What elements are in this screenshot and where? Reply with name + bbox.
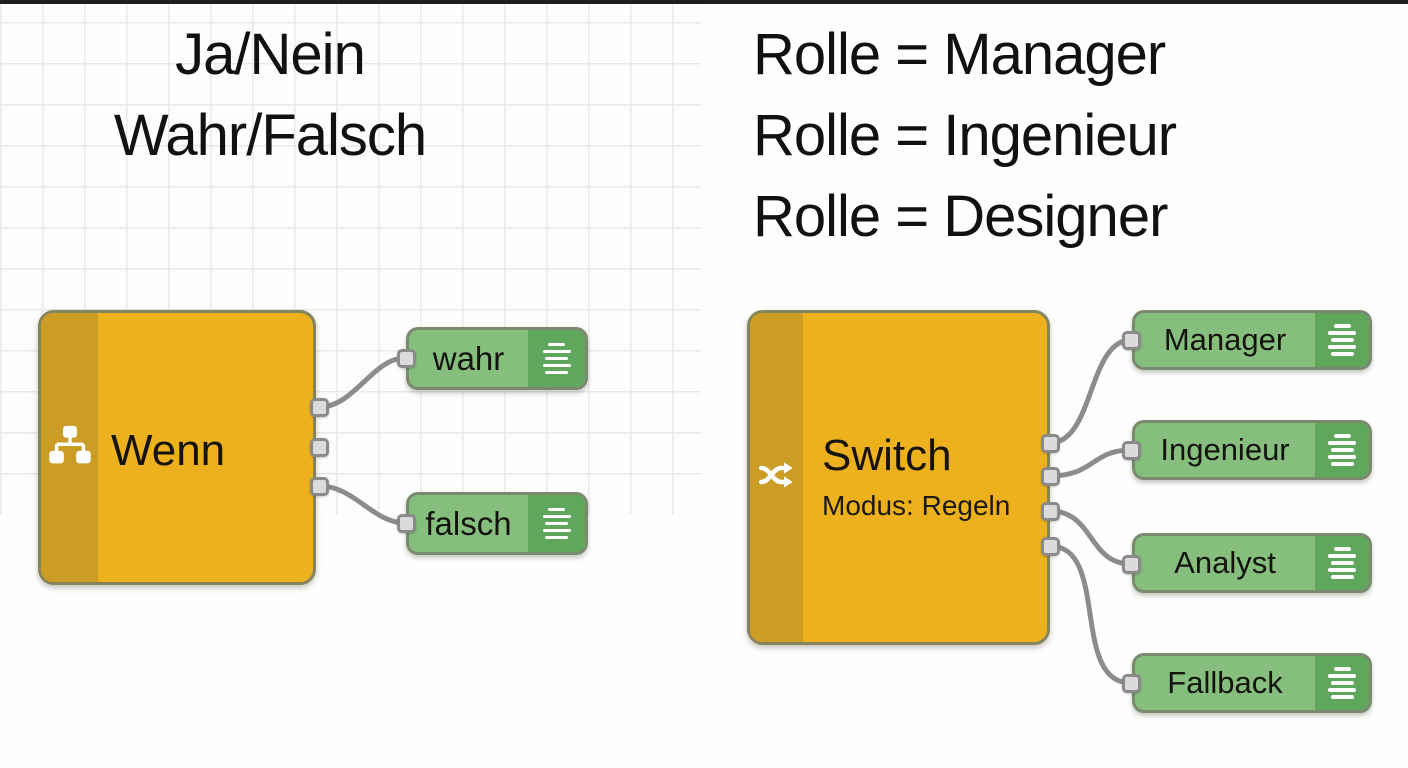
switch-node-strip	[750, 313, 803, 642]
switch-node-label: Switch	[822, 431, 952, 480]
list-icon	[1328, 434, 1356, 466]
ingenieur-node-icon-section	[1315, 423, 1369, 477]
wire-switch-fallback	[1047, 543, 1134, 686]
right-headline-line2: Rolle = Ingenieur	[753, 103, 1177, 168]
switch-node[interactable]: Switch Modus: Regeln	[747, 310, 1050, 645]
switch-output-port-4[interactable]	[1041, 537, 1060, 556]
falsch-node-label: falsch	[425, 504, 512, 542]
list-icon	[1328, 324, 1356, 356]
output-node-falsch[interactable]: falsch	[406, 492, 588, 555]
wire-switch-ingenieur	[1047, 447, 1134, 479]
switch-output-port-2[interactable]	[1041, 467, 1060, 486]
analyst-node-icon-section	[1315, 536, 1369, 590]
list-icon	[1328, 547, 1356, 579]
fallback-node-icon-section	[1315, 656, 1369, 710]
wenn-output-port-1[interactable]	[310, 398, 329, 417]
ingenieur-input-port[interactable]	[1122, 441, 1141, 460]
left-headline-line2: Wahr/Falsch	[113, 103, 427, 168]
manager-input-port[interactable]	[1122, 331, 1141, 350]
ingenieur-node-label: Ingenieur	[1160, 432, 1290, 467]
switch-output-port-1[interactable]	[1041, 434, 1060, 453]
right-headline-line1: Rolle = Manager	[753, 22, 1166, 87]
wenn-node-strip	[41, 313, 98, 582]
wire-wenn-falsch	[317, 483, 408, 526]
output-node-manager[interactable]: Manager	[1132, 310, 1372, 370]
wenn-node-label: Wenn	[111, 426, 226, 475]
left-headline: Ja/Nein Wahr/Falsch	[40, 14, 500, 176]
output-node-wahr[interactable]: wahr	[406, 327, 588, 390]
manager-node-icon-section	[1315, 313, 1369, 367]
wenn-output-port-2[interactable]	[310, 438, 329, 457]
output-node-fallback[interactable]: Fallback	[1132, 653, 1372, 713]
wahr-node-label: wahr	[432, 339, 505, 377]
output-node-analyst[interactable]: Analyst	[1132, 533, 1372, 593]
wenn-output-port-3[interactable]	[310, 477, 329, 496]
shuffle-icon	[756, 454, 798, 501]
wenn-if-node[interactable]: Wenn	[38, 310, 316, 585]
wire-switch-manager	[1047, 337, 1134, 446]
wahr-node-icon-section	[528, 330, 585, 387]
switch-node-subtitle: Modus: Regeln	[822, 490, 1011, 521]
list-icon	[1328, 667, 1356, 699]
manager-node-label: Manager	[1163, 322, 1287, 357]
wahr-input-port[interactable]	[397, 349, 416, 368]
right-headline: Rolle = Manager Rolle = Ingenieur Rolle …	[753, 14, 1353, 257]
wire-switch-analyst	[1047, 508, 1134, 567]
list-icon	[542, 342, 571, 375]
falsch-node-icon-section	[528, 495, 585, 552]
analyst-node-label: Analyst	[1174, 545, 1276, 580]
switch-output-port-3[interactable]	[1041, 502, 1060, 521]
frame-top-edge	[0, 0, 1408, 4]
output-node-ingenieur[interactable]: Ingenieur	[1132, 420, 1372, 480]
fallback-input-port[interactable]	[1122, 674, 1141, 693]
fallback-node-label: Fallback	[1167, 665, 1283, 700]
right-headline-line3: Rolle = Designer	[753, 184, 1168, 249]
wire-wenn-wahr	[317, 355, 408, 410]
left-headline-line1: Ja/Nein	[175, 22, 366, 87]
org-chart-icon	[47, 422, 93, 473]
list-icon	[542, 507, 571, 540]
analyst-input-port[interactable]	[1122, 555, 1141, 574]
falsch-input-port[interactable]	[397, 514, 416, 533]
